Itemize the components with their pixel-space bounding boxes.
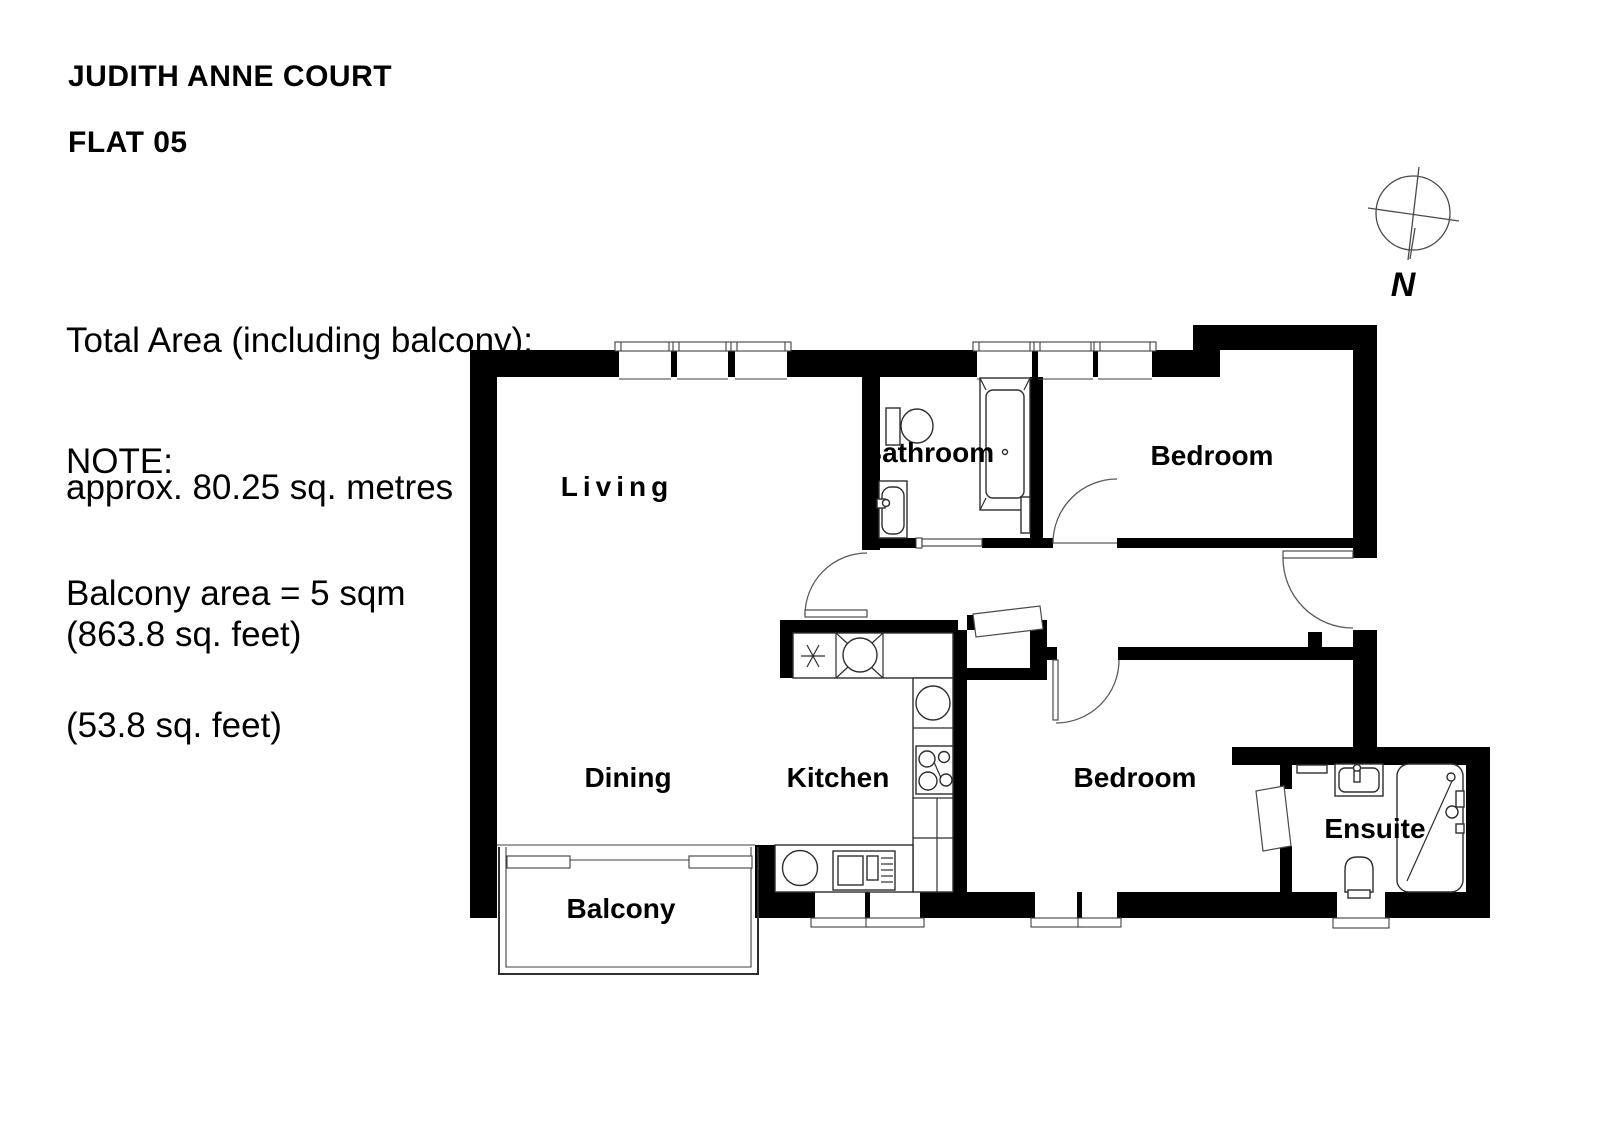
towel-rail (1020, 496, 1031, 534)
bottom-windows (810, 892, 1390, 929)
room-label-living: Living (561, 471, 673, 502)
room-label-bedroom-top: Bedroom (1151, 440, 1274, 471)
kitchen-hob-symbol (801, 644, 825, 668)
ensuite-shower (1396, 763, 1465, 893)
room-labels: Living Bathroom Bedroom Dining Kitchen B… (561, 437, 1426, 924)
kitchen-sink (835, 632, 884, 679)
compass-north-icon: N (1367, 166, 1460, 304)
building-title: JUDITH ANNE COURT (68, 60, 393, 93)
ensuite-toilet (1344, 856, 1374, 899)
bathroom-door (915, 537, 983, 549)
compass-north-label: N (1391, 266, 1417, 304)
room-label-ensuite: Ensuite (1324, 813, 1425, 844)
note-line-3: (53.8 sq. feet) (66, 706, 282, 745)
area-line-1: Total Area (including balcony): (66, 321, 533, 360)
room-label-balcony: Balcony (567, 893, 676, 924)
bedroom-bottom-door (1052, 659, 1120, 724)
kitchen-appliance (832, 850, 896, 891)
ensuite-door (1255, 785, 1292, 852)
interior-walls (780, 377, 1353, 892)
area-line-2: approx. 80.25 sq. metres (66, 468, 454, 507)
area-summary: Total Area (including balcony): approx. … (66, 218, 533, 708)
area-line-3: (863.8 sq. feet) (66, 615, 302, 654)
kitchen-sink-2 (915, 685, 951, 721)
flat-title: FLAT 05 (68, 126, 188, 159)
room-label-dining: Dining (584, 762, 671, 793)
note-line-1: NOTE: (66, 442, 173, 481)
washing-machine (781, 849, 819, 887)
bathtub (979, 377, 1031, 511)
kitchen-stove (915, 745, 954, 795)
cupboard-door (972, 605, 1044, 638)
room-label-bathroom: Bathroom (862, 437, 994, 468)
room-label-kitchen: Kitchen (787, 762, 890, 793)
entrance-door (1282, 550, 1354, 629)
room-label-bedroom-bottom: Bedroom (1074, 762, 1197, 793)
bathroom-toilet (885, 407, 934, 446)
top-windows (614, 341, 1157, 380)
balcony-structure (497, 844, 759, 975)
bedroom-top-door (1052, 478, 1118, 544)
note-line-2: Balcony area = 5 sqm (66, 574, 406, 613)
balcony-note: NOTE: Balcony area = 5 sqm (53.8 sq. fee… (66, 352, 406, 792)
ensuite-shelf (1296, 764, 1328, 774)
bathroom-sink (876, 480, 908, 539)
living-door (804, 552, 868, 618)
ensuite-sink (1334, 763, 1384, 797)
